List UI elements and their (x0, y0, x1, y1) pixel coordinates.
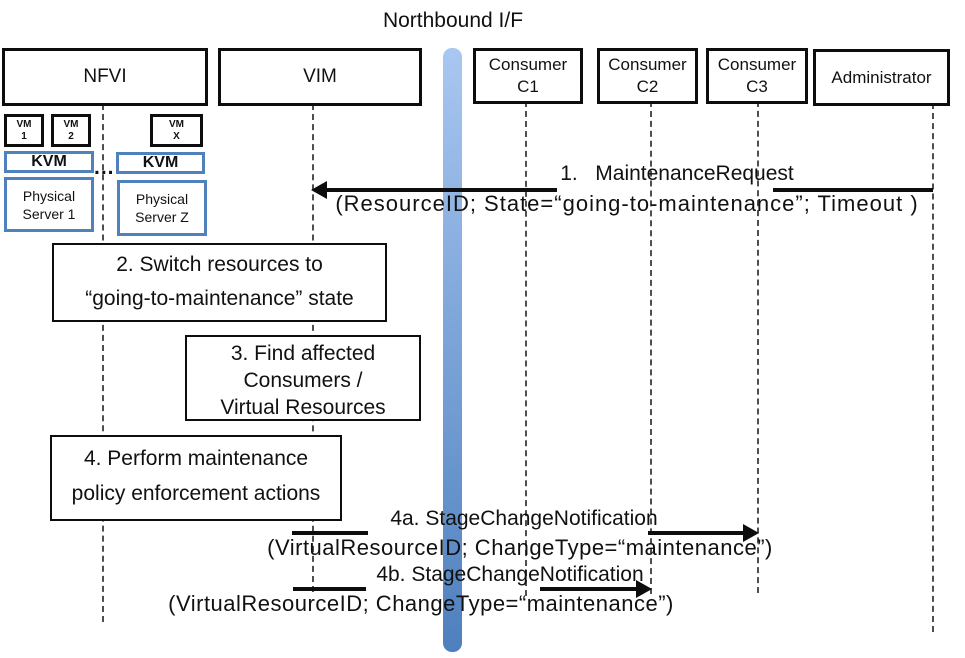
vmx-label-line1: VM (169, 118, 184, 130)
lifeline-consumer-c1 (525, 101, 527, 596)
actor-c1-label-line1: Consumer (488, 55, 568, 74)
message-4b-params: (VirtualResourceID; ChangeType=“maintena… (168, 591, 674, 616)
northbound-interface-bar (443, 48, 462, 652)
actor-consumer-c2-box: Consumer C2 (597, 48, 698, 104)
activity-3-box: 3. Find affected Consumers / Virtual Res… (185, 335, 421, 421)
actor-vim-label: VIM (303, 66, 337, 87)
physical-server-z-line1: Physical (135, 191, 189, 207)
actor-c1-label-line2: C1 (517, 77, 539, 96)
message-4b-line-left-segment (293, 587, 366, 591)
message-4b-arrowhead-right-icon (636, 580, 652, 598)
actor-c3-label-line2: C3 (746, 77, 768, 96)
actor-vim-box: VIM (218, 48, 422, 106)
actor-c3-label-line1: Consumer (717, 55, 797, 74)
activity-3-line1: 3. Find affected (230, 342, 376, 365)
physical-server-1-line1: Physical (22, 187, 76, 204)
kvm-left-label: KVM (31, 153, 67, 170)
physical-server-1-line2: Server 1 (22, 205, 76, 222)
lifeline-consumer-c3 (757, 101, 759, 593)
message-4a-line-right-segment (648, 531, 744, 535)
actor-c2-label-line1: Consumer (608, 55, 687, 74)
activity-2-line1: 2. Switch resources to (116, 253, 323, 276)
message-4b-label: 4b. StageChangeNotification (376, 563, 644, 586)
physical-server-z-line2: Server Z (135, 209, 189, 225)
message-1-arrowhead-left-icon (311, 181, 327, 199)
lifeline-administrator (932, 103, 934, 632)
message-4a-line-left-segment (292, 531, 368, 535)
message-1-line-left-segment (326, 188, 557, 192)
ellipsis-dots: ... (94, 156, 115, 179)
actor-administrator-label: Administrator (831, 67, 932, 87)
kvm-right-label: KVM (142, 154, 179, 171)
vm2-box: VM 2 (51, 114, 91, 147)
actor-nfvi-label: NFVI (83, 66, 127, 87)
physical-server-z-box: Physical Server Z (117, 180, 207, 236)
vm1-label-line2: 1 (21, 130, 27, 142)
actor-administrator-box: Administrator (813, 49, 950, 106)
vm2-label-line1: VM (63, 118, 79, 130)
activity-2-box: 2. Switch resources to “going-to-mainten… (52, 243, 387, 322)
message-4a-params: (VirtualResourceID; ChangeType=“maintena… (267, 535, 773, 560)
kvm-right-box: KVM (116, 152, 205, 174)
vm1-box: VM 1 (4, 114, 44, 147)
kvm-left-box: KVM (4, 151, 94, 173)
message-4b-line-right-segment (540, 587, 637, 591)
message-4a-arrowhead-right-icon (743, 524, 759, 542)
activity-3-line2: Consumers / (243, 369, 363, 392)
actor-nfvi-box: NFVI (2, 48, 208, 106)
diagram-title: Northbound I/F (382, 9, 524, 32)
vm1-label-line1: VM (16, 118, 32, 130)
message-1-label: 1. MaintenanceRequest (560, 162, 794, 185)
message-4a-label: 4a. StageChangeNotification (390, 507, 658, 530)
activity-4-line1: 4. Perform maintenance (83, 447, 309, 470)
lifeline-consumer-c2 (650, 101, 652, 594)
physical-server-1-box: Physical Server 1 (4, 177, 94, 232)
actor-consumer-c3-box: Consumer C3 (706, 48, 808, 104)
activity-2-line2: “going-to-maintenance” state (85, 287, 354, 310)
message-1-params: (ResourceID; State=“going-to-maintenance… (335, 191, 919, 216)
actor-c2-label-line2: C2 (636, 77, 659, 96)
vmx-box: VM X (150, 114, 203, 147)
activity-4-box: 4. Perform maintenance policy enforcemen… (50, 435, 342, 521)
actor-consumer-c1-box: Consumer C1 (473, 48, 583, 104)
activity-4-line2: policy enforcement actions (71, 482, 321, 505)
activity-3-line3: Virtual Resources (220, 396, 386, 419)
vm2-label-line2: 2 (68, 130, 74, 142)
vmx-label-line2: X (173, 130, 180, 142)
lifeline-nfvi (102, 104, 104, 622)
message-1-line-right-segment (773, 188, 933, 192)
